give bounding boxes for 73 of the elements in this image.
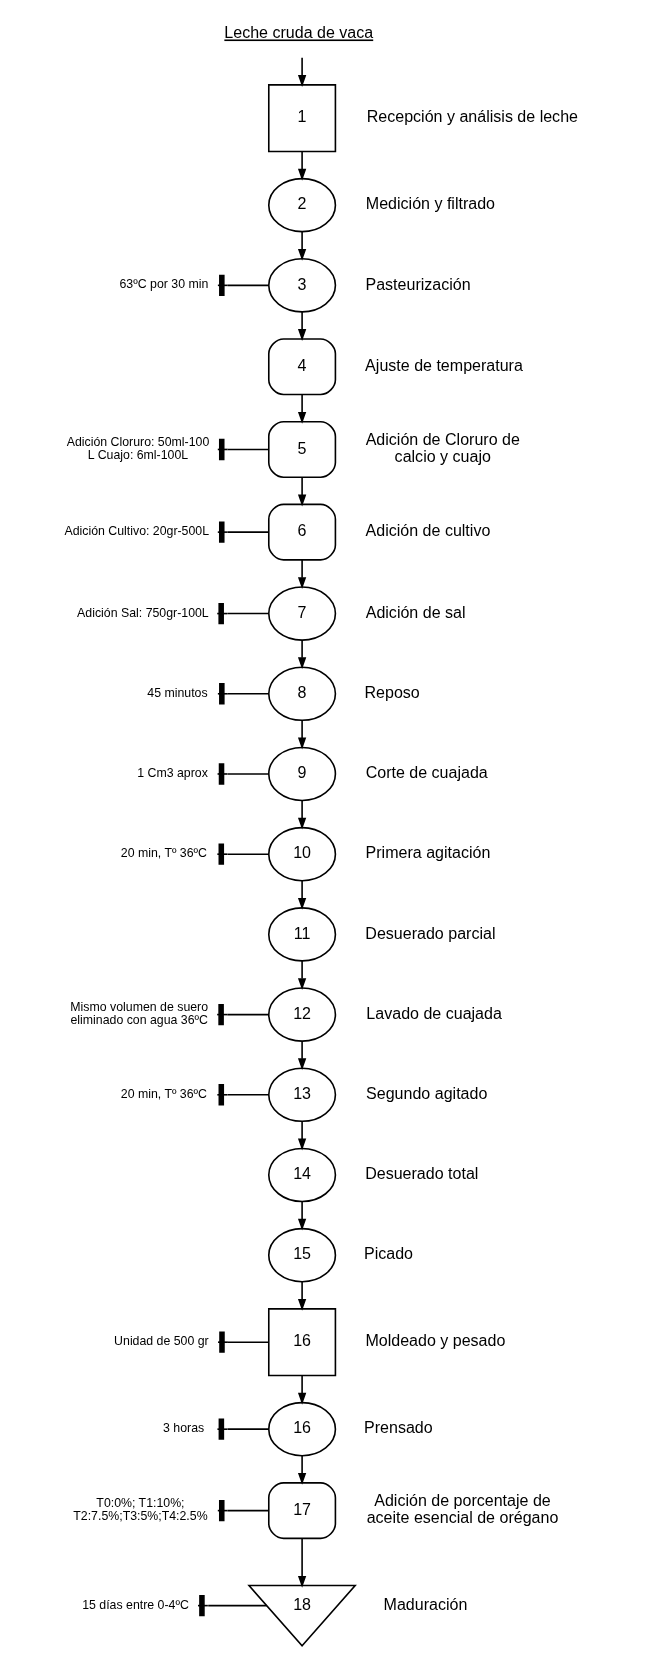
node-label: Primera agitación	[365, 843, 491, 862]
node-text: Unidad de 500 gr	[114, 1334, 209, 1349]
arrow	[297, 799, 307, 830]
node-text: 63ºC por 30 min	[119, 277, 209, 292]
node-ellipse: 13	[267, 1067, 337, 1123]
arrow	[297, 1537, 307, 1588]
node-ellipse: 8	[267, 666, 337, 722]
node-ellipse: 14	[267, 1147, 337, 1203]
node-ellipse: 2	[267, 177, 337, 233]
arrow	[297, 476, 307, 507]
arrow	[297, 880, 307, 910]
arrow	[297, 1455, 307, 1485]
node-ellipse: 7	[267, 586, 337, 641]
arrow	[297, 151, 307, 181]
node-text: Mismo volumen de suero eliminado con agua 36ºC	[70, 999, 209, 1028]
arrow	[297, 960, 307, 990]
node-text: Leche cruda de vaca	[224, 23, 374, 42]
node-label: Medición y filtrado	[365, 194, 496, 213]
node-box: 1	[267, 84, 337, 153]
connector	[217, 521, 270, 543]
node-box: 5	[267, 420, 337, 479]
arrow	[297, 393, 307, 424]
node-label: Picado	[363, 1244, 413, 1263]
node-box: 17	[267, 1482, 337, 1540]
node-label: Segundo agitado	[366, 1083, 488, 1102]
node-text: 1 Cm3 aprox	[137, 766, 208, 781]
node-label: Maduración	[383, 1594, 468, 1613]
node-label: Desuerado total	[365, 1164, 479, 1183]
node-ellipse: 9	[267, 746, 337, 802]
node-text: 45 minutos	[147, 685, 208, 700]
node-ellipse: 15	[267, 1227, 337, 1283]
connector	[217, 683, 270, 705]
node-label: Reposo	[364, 682, 420, 701]
node-box: 4	[267, 338, 337, 396]
node-text: 20 min, Tº 36ºC	[120, 846, 208, 861]
arrow	[297, 559, 307, 590]
node-text: 3 horas	[163, 1421, 205, 1436]
node-label: Recepción y análisis de leche	[366, 107, 578, 126]
node-label: Adición de porcentaje de aceite esencial de orégano	[366, 1491, 559, 1527]
node-box: 6	[267, 503, 337, 561]
node-box: 16	[267, 1308, 337, 1377]
node-label: Adición de Cloruro de calcio y cuajo	[365, 430, 520, 466]
node-ellipse: 16	[267, 1401, 337, 1457]
node-label: Lavado de cuajada	[366, 1003, 502, 1022]
arrow	[297, 639, 307, 670]
node-label: Adición de cultivo	[365, 521, 491, 540]
node-label: Prensado	[364, 1418, 433, 1437]
node-text: 20 min, Tº 36ºC	[120, 1086, 208, 1101]
node-text: Adición Cloruro: 50ml-100 L Cuajo: 6ml-100L	[66, 434, 210, 463]
arrow	[297, 231, 307, 261]
node-label: Corte de cuajada	[365, 763, 488, 782]
node-text: Adición Cultivo: 20gr-500L	[64, 524, 210, 539]
arrow	[297, 57, 307, 87]
node-label: Adición de sal	[365, 602, 466, 621]
arrow	[297, 719, 307, 750]
node-text: T0:0%; T1:10%; T2:7.5%;T3:5%;T4:2.5%	[73, 1495, 208, 1524]
node-text: 15 días entre 0-4ºC	[82, 1597, 189, 1612]
node-label: Pasteurización	[365, 274, 471, 293]
arrow	[297, 1281, 307, 1311]
node-ellipse: 11	[267, 907, 337, 962]
arrow	[297, 1200, 307, 1231]
node-ellipse: 3	[267, 258, 337, 313]
arrow	[297, 311, 307, 341]
node-label: Ajuste de temperatura	[365, 355, 523, 374]
node-label: Desuerado parcial	[365, 923, 496, 942]
node-ellipse: 10	[267, 826, 337, 882]
connector	[217, 1331, 270, 1353]
arrow	[297, 1040, 307, 1071]
node-label: Moldeado y pesado	[365, 1331, 506, 1350]
arrow	[297, 1375, 307, 1405]
node-ellipse: 12	[267, 987, 337, 1042]
arrow	[297, 1120, 307, 1151]
node-text: Adición Sal: 750gr-100L	[77, 605, 209, 620]
